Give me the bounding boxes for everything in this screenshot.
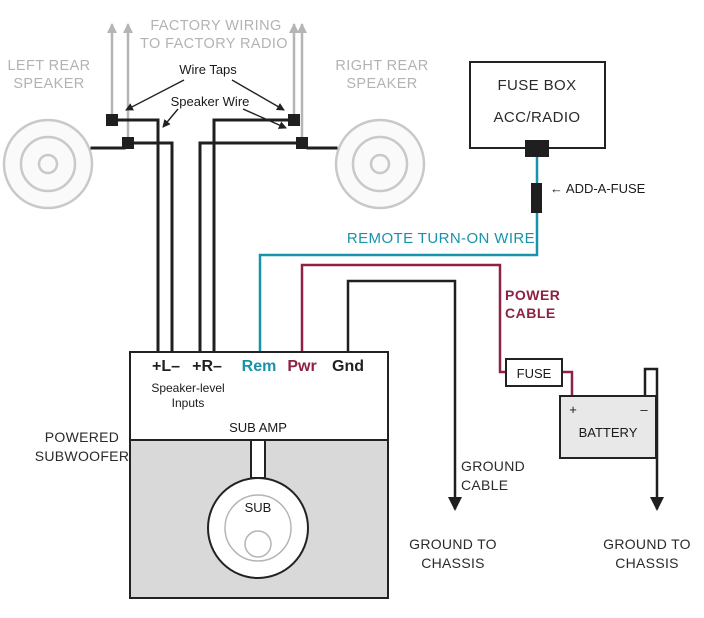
left-rear-speaker-label-1: LEFT REAR: [7, 58, 90, 74]
power-cable-fuse-to-battery: [560, 370, 574, 400]
sub-driver-surround: [224, 494, 292, 562]
ground-to-chassis-amp-label-1: GROUND TO: [409, 536, 497, 552]
fuse-box: FUSE BOX ACC/RADIO: [469, 61, 606, 157]
factory-wiring-label-1: FACTORY WIRING: [150, 18, 281, 34]
remote-turn-on-label: REMOTE TURN-ON WIRE: [347, 230, 535, 247]
inline-fuse-label: FUSE: [517, 366, 552, 381]
right-rear-speaker-label-1: RIGHT REAR: [335, 58, 428, 74]
ground-cable-label-1: GROUND: [461, 458, 525, 474]
amp-to-sub-connector: [250, 439, 266, 479]
speaker-dust-cap: [37, 153, 59, 175]
battery: + – BATTERY: [559, 395, 657, 459]
speaker-wire-arrow-right: [242, 108, 287, 129]
factory-wiring-label-2: TO FACTORY RADIO: [140, 36, 288, 52]
left-tap-wire-1: [116, 118, 160, 354]
left-rear-speaker-label-2: SPEAKER: [13, 76, 84, 92]
right-tap-wire-1: [212, 118, 290, 354]
callout-arrows: [125, 79, 287, 129]
right-rear-speaker-label-2: SPEAKER: [346, 76, 417, 92]
terminal-right-input: +R–: [192, 358, 222, 375]
ground-cable-label-2: CABLE: [461, 477, 508, 493]
terminal-power: Pwr: [287, 358, 316, 375]
terminal-remote: Rem: [242, 358, 277, 375]
speaker-level-inputs-label-2: Inputs: [172, 396, 205, 410]
speaker-level-inputs-label-1: Speaker-level: [151, 381, 224, 395]
sub-driver-outer: [207, 477, 309, 579]
sub-driver-label: SUB: [245, 500, 272, 515]
fuse-box-outline: [469, 61, 606, 149]
ground-cable-amp: [346, 279, 462, 511]
power-cable-label-2: CABLE: [505, 305, 556, 321]
wire-taps-label: Wire Taps: [179, 62, 237, 77]
right-rear-speaker: [334, 118, 426, 210]
speaker-wire-arrow-left: [162, 108, 179, 128]
battery-minus-terminal: –: [640, 402, 648, 417]
wire-taps-arrow-left: [125, 79, 185, 111]
speaker-level-wires: [90, 114, 338, 354]
fuse-box-circuit: ACC/RADIO: [494, 109, 581, 126]
ground-to-chassis-battery-label-2: CHASSIS: [615, 555, 679, 571]
power-cable-amp-to-fuse: [300, 263, 508, 374]
battery-outline: [559, 395, 657, 459]
terminal-left-input: +L–: [152, 358, 180, 375]
battery-label: BATTERY: [579, 425, 638, 440]
speaker-cone-outer: [334, 118, 426, 210]
wire-taps-arrow-right: [231, 79, 285, 111]
speaker-wire-label: Speaker Wire: [171, 94, 250, 109]
left-rear-speaker: [2, 118, 94, 210]
speaker-cone-mid: [19, 135, 77, 193]
power-cable-label-1: POWER: [505, 287, 560, 303]
inline-fuse: FUSE: [505, 358, 563, 387]
powered-subwoofer-label-2: SUBWOOFER: [35, 448, 129, 464]
ground-to-chassis-battery-label-1: GROUND TO: [603, 536, 691, 552]
battery-plus-terminal: +: [569, 402, 577, 417]
wire-tap-connector: [106, 114, 118, 126]
speaker-dust-cap: [369, 153, 391, 175]
sub-amp-outline: [129, 351, 389, 441]
wire-tap-connector: [122, 137, 134, 149]
right-tap-wire-2: [198, 141, 298, 354]
add-a-fuse-holder: [531, 183, 542, 213]
left-tap-wire-2: [132, 141, 174, 354]
sub-driver-dust-cap: [244, 530, 272, 558]
ground-to-chassis-amp-label-2: CHASSIS: [421, 555, 485, 571]
wire-tap-connector: [296, 137, 308, 149]
fuse-box-connector: [525, 140, 549, 157]
sub-amp-label: SUB AMP: [229, 420, 287, 435]
terminal-ground: Gnd: [332, 358, 364, 375]
inline-fuse-outline: [505, 358, 563, 387]
powered-subwoofer-label-1: POWERED: [45, 429, 119, 445]
powered-subwoofer: +L– +R– Rem Pwr Gnd Speaker-level Inputs…: [129, 351, 389, 599]
wire-tap-connector: [288, 114, 300, 126]
speaker-cone-mid: [351, 135, 409, 193]
speaker-cone-outer: [2, 118, 94, 210]
add-a-fuse-label: ← ADD-A-FUSE: [550, 181, 646, 196]
fuse-box-title: FUSE BOX: [497, 77, 576, 94]
